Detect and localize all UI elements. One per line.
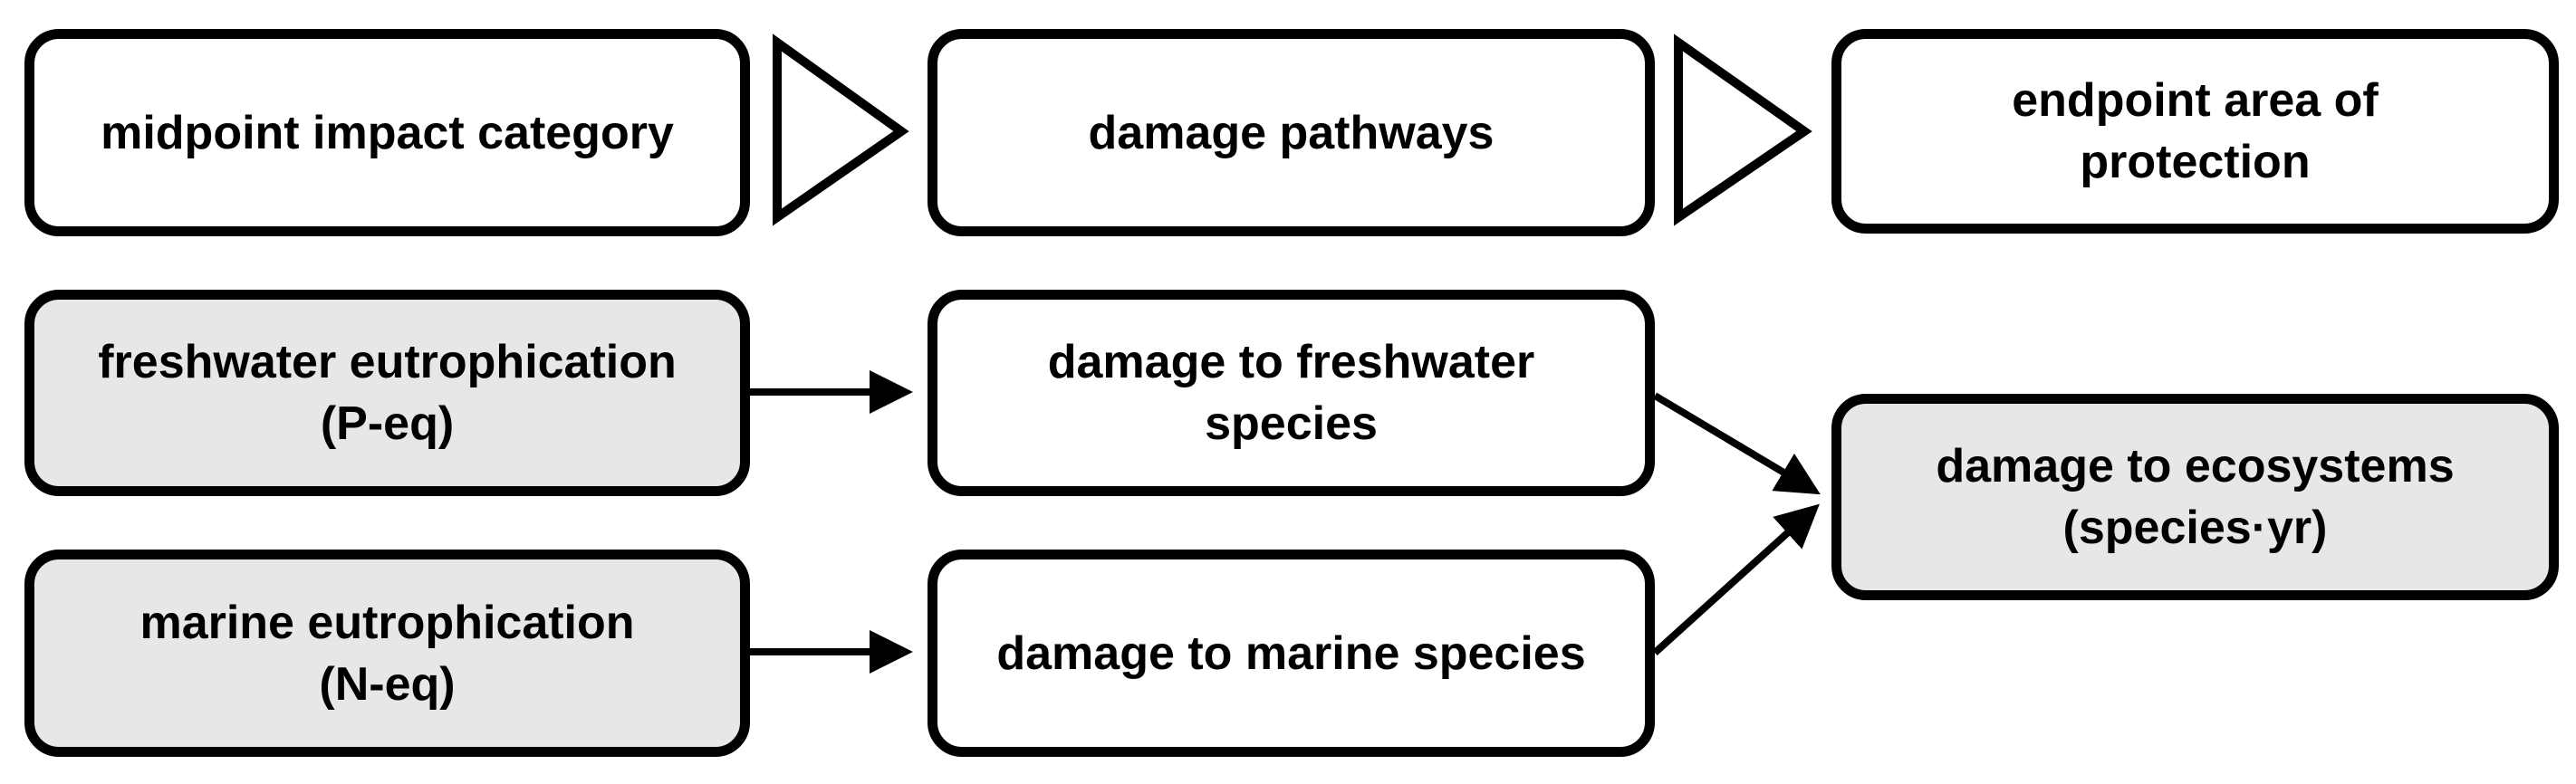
midpoint-marine-line1: marine eutrophication	[139, 596, 635, 649]
midpoint-freshwater-line2: (P-eq)	[320, 397, 455, 450]
header-midpoint-box: midpoint impact category	[24, 29, 750, 236]
arrow-marine-pathway-to-endpoint	[1652, 503, 1820, 655]
midpoint-marine-label: marine eutrophication (N-eq)	[139, 592, 634, 715]
endpoint-ecosystems-label: damage to ecosystems (species·yr)	[1936, 435, 2454, 559]
midpoint-freshwater-box: freshwater eutrophication (P-eq)	[24, 290, 750, 496]
endpoint-ecosystems-line1: damage to ecosystems	[1936, 440, 2455, 492]
header-endpoint-label: endpoint area of protection	[2012, 70, 2378, 193]
header-chevron-2	[1674, 33, 1812, 226]
arrow-freshwater-pathway-to-endpoint	[1652, 392, 1821, 495]
header-endpoint-line1: endpoint area of	[2012, 74, 2379, 127]
endpoint-ecosystems-box: damage to ecosystems (species·yr)	[1831, 394, 2559, 600]
pathway-freshwater-line1: damage to freshwater	[1047, 336, 1535, 388]
header-endpoint-box: endpoint area of protection	[1831, 29, 2559, 234]
header-chevron-1	[773, 33, 909, 226]
pathway-freshwater-box: damage to freshwater species	[928, 290, 1655, 496]
midpoint-marine-box: marine eutrophication (N-eq)	[24, 550, 750, 757]
midpoint-freshwater-line1: freshwater eutrophication	[98, 336, 677, 388]
pathway-freshwater-label: damage to freshwater species	[1048, 331, 1535, 454]
header-pathways-label: damage pathways	[1088, 106, 1495, 159]
endpoint-ecosystems-line2: (species·yr)	[2062, 502, 2328, 554]
pathway-marine-label: damage to marine species	[996, 626, 1586, 680]
midpoint-freshwater-label: freshwater eutrophication (P-eq)	[98, 331, 677, 454]
midpoint-marine-line2: (N-eq)	[319, 657, 456, 711]
pathway-marine-box: damage to marine species	[928, 550, 1655, 757]
header-midpoint-label: midpoint impact category	[101, 106, 674, 159]
header-endpoint-line2: protection	[2080, 136, 2311, 188]
header-pathways-box: damage pathways	[928, 29, 1655, 236]
pathway-freshwater-line2: species	[1205, 397, 1378, 450]
